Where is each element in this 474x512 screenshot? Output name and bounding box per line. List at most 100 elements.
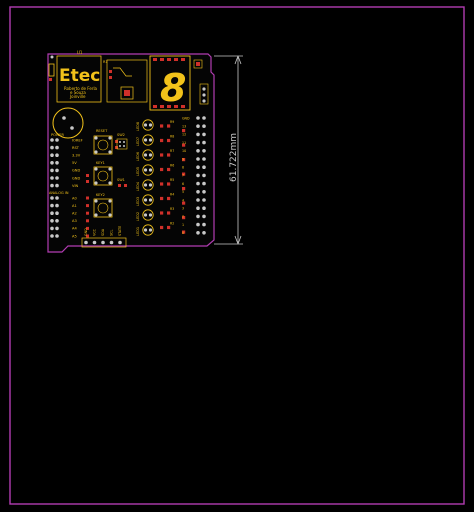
led-pad [143, 228, 148, 232]
led-column [142, 119, 154, 236]
logo-subtitle-2: e Souza [70, 90, 86, 95]
resistor-pad [167, 211, 171, 215]
analog-pin [50, 226, 54, 231]
analog-pin-label: A4 [72, 227, 77, 231]
analog-smd-pad [86, 226, 89, 230]
sw2-pin-2 [123, 141, 125, 143]
digital-pin [196, 206, 200, 210]
u1-chip-pad [124, 90, 130, 96]
smd-cap-4 [86, 180, 89, 183]
smd-cap-2 [115, 146, 118, 149]
analog-pin [55, 196, 59, 200]
seg-pad [174, 58, 178, 61]
power-pin [55, 161, 59, 165]
sw2-pin-4 [123, 145, 125, 147]
resistor-label: R8 [170, 135, 174, 139]
led-pad [143, 168, 148, 172]
analog-pin-label: A1 [72, 204, 77, 208]
led-label: LED1 [136, 227, 140, 236]
smd-cap-1 [115, 140, 118, 143]
ref-analog-in: ANALOG IN [49, 191, 69, 195]
power-pin [50, 145, 54, 150]
i2c-pin-label: SDA [101, 228, 105, 236]
digital-pin-label: 10 [182, 149, 186, 153]
led-pad [143, 138, 148, 142]
buzzer-pin-2 [70, 126, 74, 130]
smd-cap-5 [118, 184, 121, 187]
led-pad [143, 123, 148, 127]
resistor-pad [182, 216, 186, 220]
power-pin [50, 176, 54, 180]
digital-pin [202, 214, 206, 219]
seg-pad [153, 105, 157, 108]
led-label: LED7 [136, 137, 140, 146]
digital-pin [196, 165, 200, 169]
digital-pin [196, 124, 200, 128]
led-pad [143, 153, 148, 157]
analog-pin [50, 203, 54, 208]
ref-reset: RESET [96, 129, 108, 133]
digital-pin-label: 9 [182, 157, 184, 161]
resistor-pad [167, 124, 171, 128]
analog-pin-label: A3 [72, 219, 77, 223]
digital-pin [196, 157, 200, 161]
digital-pin [196, 214, 200, 219]
ref-key1: KEY1 [96, 161, 105, 165]
i2c-header-pins [84, 240, 122, 245]
digital-pin [196, 173, 200, 178]
power-pin [50, 153, 54, 157]
analog-pin [55, 203, 59, 208]
resistor-pad [167, 182, 171, 186]
led-outline [142, 164, 154, 176]
led-outline [142, 179, 154, 191]
seg-pad [160, 58, 164, 61]
seven-seg-outline [149, 55, 191, 111]
seg-pad [181, 58, 185, 61]
resistor-pad [167, 225, 171, 230]
led-pad [148, 138, 153, 142]
led-label: LED4 [136, 181, 140, 191]
key1-switch: KEY1 [93, 161, 113, 186]
digital-pin-label: 5 [182, 190, 184, 194]
rst-pin-3 [202, 99, 206, 103]
resistor-label: R5 [170, 178, 174, 182]
i2c-pin [92, 240, 97, 245]
power-pin-label: IOREF [72, 138, 83, 142]
power-pin-label: GND [72, 176, 80, 180]
i2c-pin-label: STATE [118, 226, 122, 236]
power-pin-label: VIN [72, 184, 79, 188]
digital-pin [196, 181, 200, 186]
led-pad [148, 168, 153, 172]
digital-pin [202, 231, 206, 235]
resistor-pad [182, 143, 186, 147]
power-pin [50, 183, 54, 188]
seven-seg-pads-bottom [153, 105, 185, 108]
i2c-pin [109, 240, 114, 245]
led-pad [143, 213, 148, 217]
analog-pin [55, 226, 59, 231]
resistor-pad [167, 196, 171, 201]
resistor-pad [160, 211, 164, 215]
led-pad [148, 228, 153, 232]
logo-text: Etec [59, 66, 100, 86]
power-pin-label: 3.3V [72, 154, 81, 158]
power-pin-label: 5V [72, 161, 77, 165]
power-pin [55, 176, 59, 180]
led-outline [142, 119, 154, 131]
led-outline [142, 134, 154, 146]
led-outline [142, 194, 154, 206]
digital-pin [196, 149, 200, 153]
resistor-pad [160, 167, 164, 172]
led-label: LED6 [136, 152, 140, 161]
led-pad [143, 198, 148, 202]
resistor-pad [160, 138, 164, 143]
r1-pad-a [109, 70, 112, 73]
led-pad [148, 213, 153, 217]
digital-pin [202, 116, 206, 120]
power-pin [50, 138, 54, 142]
power-pin [55, 168, 59, 173]
i2c-header-outline [81, 237, 127, 248]
analog-pin-label: A5 [72, 234, 77, 238]
